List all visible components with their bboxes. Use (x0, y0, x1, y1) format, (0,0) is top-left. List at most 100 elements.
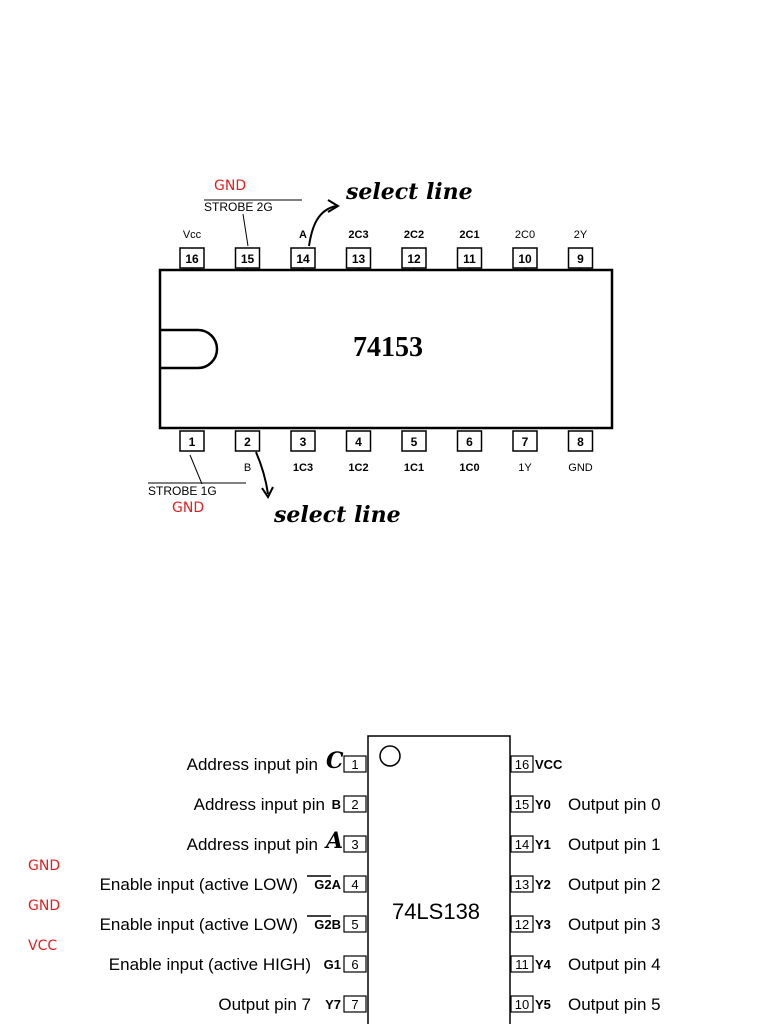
pin-3: 3 1C3 (290, 430, 316, 474)
pin-label: GND (568, 462, 593, 474)
handwritten-note: VCC (28, 938, 57, 954)
pin-label: 1C3 (293, 462, 313, 474)
pin-box (179, 430, 205, 452)
pin-number: 10 (518, 252, 532, 266)
pin-box (234, 430, 261, 452)
pin-label: Vcc (183, 229, 202, 241)
pin-box (343, 795, 367, 813)
pin-number: 11 (515, 957, 529, 972)
pin-number: 16 (185, 252, 199, 266)
select-line-bottom-arrow (255, 451, 269, 495)
pin-number: 7 (522, 435, 529, 449)
pin-box (290, 430, 316, 452)
pin-14: 14A (290, 229, 316, 270)
pin-box (510, 875, 534, 893)
pin-signal: Y4 (535, 957, 552, 972)
pin-number: 1 (351, 757, 358, 772)
pin-1: 1 (179, 430, 205, 452)
pin-description: Output pin 0 (568, 795, 661, 814)
pin-description: Output pin 3 (568, 915, 661, 934)
pin-description: Output pin 1 (568, 835, 661, 854)
pin-number: 1 (189, 435, 196, 449)
chip-74153-body (158, 268, 614, 430)
note-select-line-top: select line (345, 179, 473, 205)
pin-signal: G1 (324, 957, 341, 972)
note-gnd-top: GND (214, 178, 246, 194)
chip-74ls138-pin1-dot (379, 745, 401, 767)
chip-74153-notch (160, 328, 219, 370)
pin-3: 3 Address input pin A (187, 828, 367, 854)
pin-box (343, 835, 367, 853)
pin-signal: Y7 (325, 997, 341, 1012)
pin-7: 7 1Y (512, 430, 538, 474)
pin-number: 12 (407, 252, 421, 266)
pin-label: 1C2 (348, 462, 368, 474)
pin-description: Enable input (active LOW) (100, 915, 298, 934)
pin-number: 3 (351, 837, 358, 852)
pin-box (343, 995, 367, 1013)
pin-number: 13 (515, 877, 529, 892)
pin-number: 7 (351, 997, 358, 1012)
pin-signal: Y1 (535, 837, 551, 852)
pin-number: 5 (411, 435, 418, 449)
pin-number: 12 (515, 917, 529, 932)
pin-signal: Y5 (535, 997, 551, 1012)
pin-box (343, 755, 367, 773)
pin-label: 1Y (518, 462, 532, 474)
pin-description: Address input pin (194, 795, 325, 814)
pin-box (343, 915, 367, 933)
note-select-line-bottom: select line (273, 502, 401, 528)
pin-signal: Y2 (535, 877, 551, 892)
pin-5: 5 1C1 (401, 430, 427, 474)
pin-signal: Y0 (535, 797, 551, 812)
pin-box (510, 915, 534, 933)
handwritten-note: C (326, 748, 344, 774)
pin-label: 2Y (574, 229, 588, 241)
handwritten-note: A (324, 828, 343, 854)
pin-description: Output pin 5 (568, 995, 661, 1014)
pin-box (345, 430, 372, 452)
select-line-bottom-arrowhead (261, 486, 274, 499)
pin-label: 1C0 (459, 462, 479, 474)
pin-16: 16 Vcc (179, 229, 205, 270)
pin-label: 1C1 (404, 462, 424, 474)
select-line-top-arrow (308, 205, 337, 247)
pin-9: 92Y (567, 229, 594, 270)
pin-number: 3 (300, 435, 307, 449)
pin-number: 4 (351, 877, 358, 892)
pin-label: A (299, 229, 307, 241)
note-gnd-bottom: GND (172, 500, 204, 516)
pin-description: Address input pin (187, 755, 318, 774)
pin-description: Address input pin (187, 835, 318, 854)
pin-description: Enable input (active LOW) (100, 875, 298, 894)
pin-box (510, 955, 534, 973)
pin-2: 2B (234, 430, 261, 474)
pin-number: 6 (351, 957, 358, 972)
handwritten-note: GND (28, 858, 60, 874)
pin-box (510, 755, 534, 773)
pin-label: 2C1 (459, 229, 479, 241)
handwritten-note: GND (28, 898, 60, 914)
pin-signal: G2B (314, 917, 341, 932)
pin-box (510, 995, 534, 1013)
chip-74ls138-body (367, 735, 511, 1024)
pin-box (343, 955, 367, 973)
select-line-top-arrowhead (327, 199, 340, 213)
pin-number: 5 (351, 917, 358, 932)
pin-number: 15 (515, 797, 529, 812)
